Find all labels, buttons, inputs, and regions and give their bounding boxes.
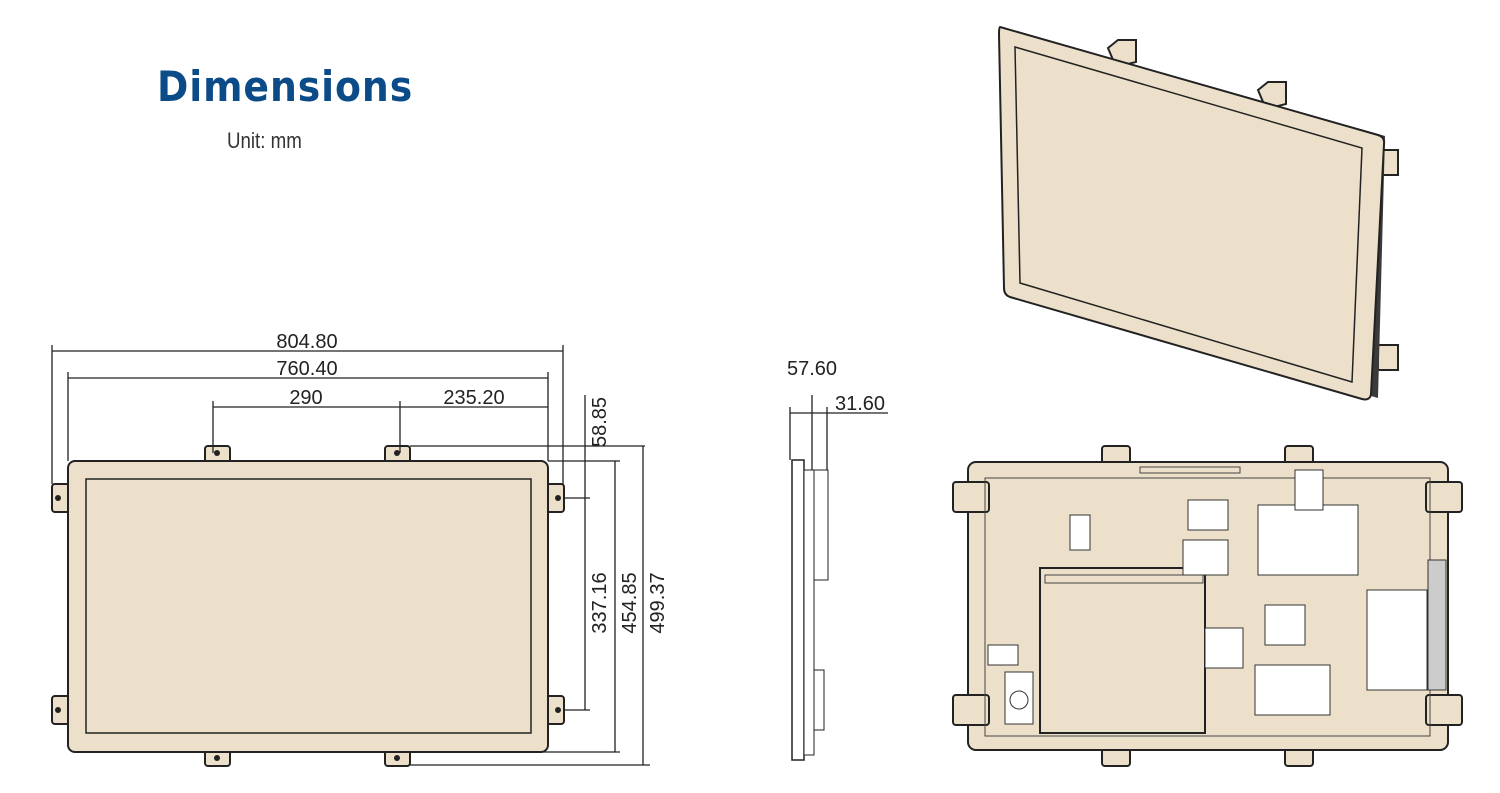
screen-area xyxy=(85,478,532,734)
isometric-view xyxy=(997,25,1399,401)
back-view xyxy=(952,445,1463,767)
dim-height-overall: 499.37 xyxy=(647,572,669,633)
side-view: 57.60 31.60 xyxy=(787,358,888,761)
dim-side-tab-spacing: 337.16 xyxy=(589,572,611,633)
unit-label: Unit: mm xyxy=(227,128,302,153)
dim-height-panel: 454.85 xyxy=(619,572,641,633)
dim-tab-spacing: 290 xyxy=(289,387,322,409)
dim-tab-offset: 235.20 xyxy=(443,387,504,409)
dim-tab-vertical-offset: 58.85 xyxy=(589,397,611,447)
dim-width-overall: 804.80 xyxy=(276,331,337,353)
dim-width-panel: 760.40 xyxy=(276,358,337,380)
dim-depth-overall: 57.60 xyxy=(787,358,837,380)
page-title: Dimensions xyxy=(157,62,414,111)
front-view: 804.80 760.40 290 235.20 58.85 337.16 45… xyxy=(51,331,669,767)
dim-depth-body: 31.60 xyxy=(835,393,885,415)
